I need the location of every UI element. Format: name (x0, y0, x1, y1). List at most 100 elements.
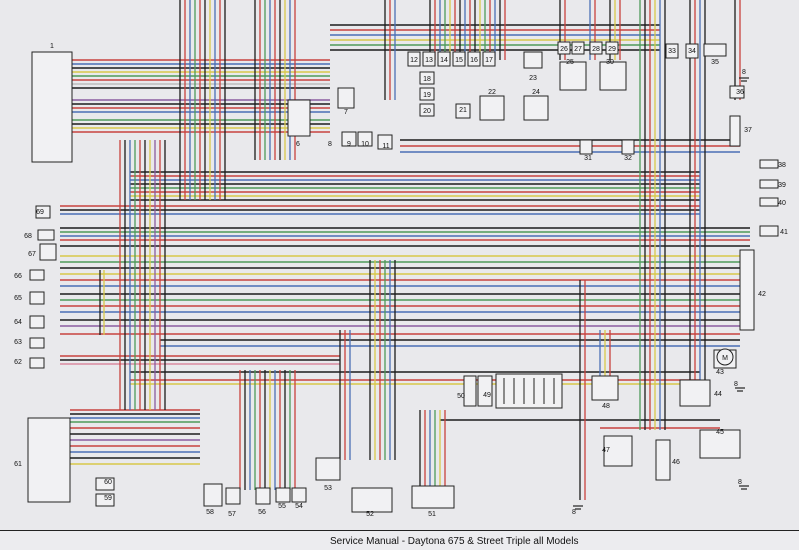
component-body (759, 197, 779, 207)
component-c48: 48 (591, 375, 619, 410)
component-label: 51 (428, 511, 436, 518)
component-label: 44 (714, 391, 722, 398)
component-label: 13 (425, 57, 433, 64)
component-body (407, 51, 421, 67)
component-label: 61 (14, 461, 22, 468)
component-label: 23 (529, 75, 537, 82)
component-c68: 68 (24, 229, 55, 241)
component-body (29, 337, 45, 349)
component-label: 8 (572, 509, 576, 516)
component-c69: 69 (35, 205, 51, 219)
component-label: 8 (734, 381, 738, 388)
component-body (729, 85, 745, 99)
motor-symbol: M (716, 348, 734, 366)
component-body (337, 87, 355, 109)
page-footer: Service Manual - Daytona 675 & Street Tr… (0, 530, 799, 550)
component-body (377, 134, 393, 150)
component-c28: 28 (589, 41, 603, 55)
component-body (287, 99, 311, 137)
component-c36: 36 (729, 85, 745, 99)
component-c27: 27 (571, 41, 585, 55)
component-label: 12 (410, 57, 418, 64)
component-label: 8 (738, 479, 742, 486)
component-c60: 60 (95, 477, 115, 491)
component-body (455, 103, 471, 119)
component-body (482, 51, 496, 67)
component-label: 41 (780, 229, 788, 236)
component-label: 43 (716, 369, 724, 376)
component-c41: 41 (759, 225, 788, 237)
component-label: 48 (602, 403, 610, 410)
component-body (95, 493, 115, 507)
component-label: 6 (296, 141, 300, 148)
component-body (739, 249, 755, 331)
component-c9: 9 (341, 131, 357, 148)
component-c8a: 8 (328, 141, 332, 148)
component-label: 15 (455, 57, 463, 64)
component-body (411, 485, 455, 509)
component-body (477, 375, 493, 407)
component-label: 52 (366, 511, 374, 518)
component-body (523, 95, 549, 121)
component-c52: 52 (351, 487, 393, 518)
component-label: 55 (278, 503, 286, 510)
component-c62: 62 (14, 357, 45, 369)
component-label: 14 (440, 57, 448, 64)
footer-title: Service Manual - Daytona 675 & Street Tr… (330, 536, 579, 547)
component-label: 45 (716, 429, 724, 436)
component-body (255, 487, 271, 505)
component-body (203, 483, 223, 507)
component-label: 7 (344, 109, 348, 116)
component-c38: 38 (759, 159, 786, 169)
component-body (437, 51, 451, 67)
component-c45: 45 (699, 429, 741, 459)
component-body (603, 435, 633, 467)
component-c6: 6 (287, 99, 311, 148)
component-c51: 51 (411, 485, 455, 518)
component-label: 27 (574, 46, 582, 53)
component-c44: 44 (679, 379, 722, 407)
component-label: 67 (28, 251, 36, 258)
component-body (463, 375, 477, 407)
component-c18: 18 (419, 71, 435, 85)
component-label: 64 (14, 319, 22, 326)
component-label: 65 (14, 295, 22, 302)
fuse-box (495, 373, 563, 409)
component-body (341, 131, 357, 147)
component-label: 50 (457, 393, 465, 400)
component-c59: 59 (95, 493, 115, 507)
component-c1: 1 (31, 43, 73, 163)
component-label: 36 (736, 89, 744, 96)
component-label: 63 (14, 339, 22, 346)
component-c54: 54 (291, 487, 307, 510)
component-label: 46 (672, 459, 680, 466)
component-c42: 42 (739, 249, 766, 331)
component-body (419, 103, 435, 117)
component-body (419, 71, 435, 85)
component-body (275, 487, 291, 503)
component-body (39, 243, 57, 261)
component-body (665, 43, 679, 59)
component-c50: 50 (457, 375, 477, 407)
component-label: 29 (608, 46, 616, 53)
component-body (589, 41, 603, 55)
component-c55: 55 (275, 487, 291, 510)
component-label: 58 (206, 509, 214, 516)
component-label: 53 (324, 485, 332, 492)
component-label: 8 (742, 69, 746, 76)
component-c53: 53 (315, 457, 341, 492)
component-body (357, 131, 373, 147)
wire-layer (60, 0, 750, 500)
component-body (699, 429, 741, 459)
component-label: 38 (778, 162, 786, 169)
component-c24: 24 (523, 89, 549, 121)
component-label: 47 (602, 447, 610, 454)
component-label: 8 (328, 141, 332, 148)
component-body (759, 179, 779, 189)
component-body (557, 41, 571, 55)
component-label: 59 (104, 495, 112, 502)
component-body (35, 205, 51, 219)
